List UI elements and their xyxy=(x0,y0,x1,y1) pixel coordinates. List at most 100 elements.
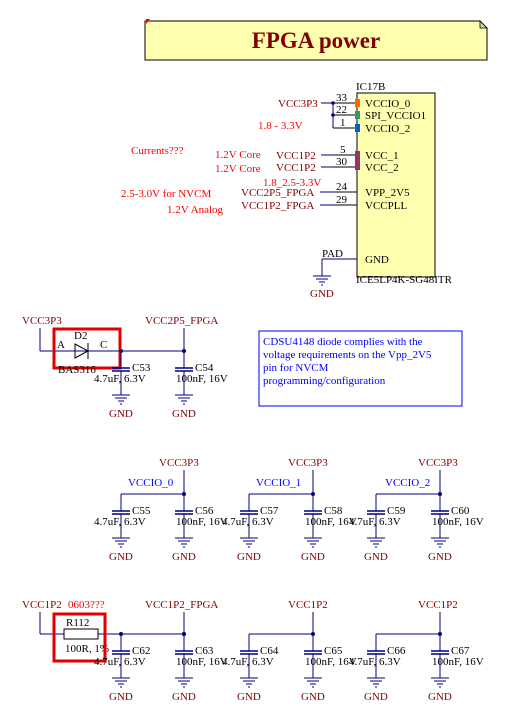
cap-value: 100nF, 16V xyxy=(432,656,484,668)
textbox-line: voltage requirements on the Vpp_2V5 xyxy=(263,349,432,361)
net-label: VCC1P2 xyxy=(418,599,458,611)
net-label: GND xyxy=(301,551,325,563)
net-label: VCC2P5_FPGA xyxy=(145,315,218,327)
note-range: 1.8 - 3.3V xyxy=(258,120,303,132)
pin-num: 22 xyxy=(336,104,347,116)
cap-value: 100nF, 16V xyxy=(432,516,484,528)
diode-part: BAS316 xyxy=(58,364,96,376)
cap-refdes: C62 xyxy=(132,645,150,657)
textbox-line: pin for NVCM xyxy=(263,362,329,374)
net-label: GND xyxy=(109,691,133,703)
cap-refdes: C56 xyxy=(195,505,214,517)
cap-value: 4.7uF, 6.3V xyxy=(222,656,274,668)
net-label: VCC1P2 xyxy=(276,162,316,174)
ground-symbol xyxy=(239,669,259,688)
cap-refdes: C66 xyxy=(387,645,406,657)
ground-symbol xyxy=(111,529,131,548)
ground-symbol xyxy=(174,386,194,405)
pin-num: 30 xyxy=(336,156,348,168)
cap-refdes: C60 xyxy=(451,505,470,517)
cap-value: 4.7uF, 6.3V xyxy=(349,516,401,528)
pin-name: SPI_VCCIO1 xyxy=(365,110,426,122)
cap-refdes: C55 xyxy=(132,505,151,517)
pin-name: GND xyxy=(365,254,389,266)
ground-symbol xyxy=(366,669,386,688)
note-question: 0603??? xyxy=(68,599,105,611)
cap-value: 4.7uF, 6.3V xyxy=(349,656,401,668)
pin-num: 29 xyxy=(336,194,348,206)
net-label: VCC3P3 xyxy=(22,315,62,327)
title-banner: FPGA power xyxy=(144,19,488,61)
pin-name: VCCPLL xyxy=(365,200,407,212)
cap-refdes: C58 xyxy=(324,505,343,517)
net-label: VCC1P2 xyxy=(22,599,62,611)
highlight-box xyxy=(52,612,107,663)
note-nvcm: 2.5-3.0V for NVCM xyxy=(121,188,211,200)
net-label: VCC1P2_FPGA xyxy=(145,599,218,611)
ground-symbol xyxy=(430,529,450,548)
net-label: GND xyxy=(310,288,334,300)
net-label: GND xyxy=(172,408,196,420)
cap-value: 100nF, 16V xyxy=(176,373,228,385)
note-range: 1.8_2.5-3.3V xyxy=(263,177,321,189)
resistor-value: 100R, 1% xyxy=(65,643,109,655)
net-label: VCCIO_2 xyxy=(385,477,430,489)
ground-symbol xyxy=(174,669,194,688)
net-label: VCC3P3 xyxy=(418,457,458,469)
ground-symbol xyxy=(430,669,450,688)
ground-symbol xyxy=(174,529,194,548)
pin-num: PAD xyxy=(322,248,343,260)
net-label: GND xyxy=(237,551,261,563)
net-label: GND xyxy=(428,691,452,703)
cap-refdes: C67 xyxy=(451,645,470,657)
ground-symbol xyxy=(366,529,386,548)
net-label: VCCIO_0 xyxy=(128,477,174,489)
note-textbox: CDSU4148 diode complies with the voltage… xyxy=(258,330,463,407)
pin-name: VCCIO_2 xyxy=(365,123,410,135)
textbox-line: CDSU4148 diode complies with the xyxy=(263,336,423,348)
cap-refdes: C53 xyxy=(132,362,151,374)
net-label: VCC1P2 xyxy=(276,150,316,162)
note-core: 1.2V Core xyxy=(215,149,261,161)
ground-symbol xyxy=(239,529,259,548)
cap-value: 4.7uF, 6.3V xyxy=(222,516,274,528)
note-currents: Currents??? xyxy=(131,145,184,157)
cap-value: 4.7uF, 6.3V xyxy=(94,516,146,528)
net-label: VCC3P3 xyxy=(288,457,328,469)
cap-refdes: C64 xyxy=(260,645,279,657)
net-label: VCC1P2 xyxy=(288,599,328,611)
highlight-box xyxy=(52,327,122,370)
ground-symbol xyxy=(303,529,323,548)
net-label: GND xyxy=(364,691,388,703)
cap-refdes: C57 xyxy=(260,505,279,517)
ic-refdes: IC17B xyxy=(356,81,385,93)
ground-symbol xyxy=(303,669,323,688)
diode-pin-c: C xyxy=(100,339,107,351)
cap-value: 100nF, 16V xyxy=(176,656,228,668)
net-label: VCCIO_1 xyxy=(256,477,301,489)
cap-value: 4.7uF, 6.3V xyxy=(94,656,146,668)
net-label: GND xyxy=(364,551,388,563)
cap-value: 100nF, 16V xyxy=(305,516,357,528)
net-label: GND xyxy=(301,691,325,703)
net-label: VCC2P5_FPGA xyxy=(241,187,314,199)
net-label: GND xyxy=(428,551,452,563)
cap-value: 100nF, 16V xyxy=(176,516,228,528)
net-label: VCC3P3 xyxy=(159,457,199,469)
ground-symbol xyxy=(111,669,131,688)
pin-name: VCC_2 xyxy=(365,162,399,174)
diode-refdes: D2 xyxy=(74,330,87,342)
page-title: FPGA power xyxy=(252,28,380,53)
textbox-line: programming/configuration xyxy=(263,375,386,387)
ground-symbol xyxy=(111,386,131,405)
net-label: VCC3P3 xyxy=(278,98,318,110)
pin-num: 33 xyxy=(336,92,348,104)
pin-num: 24 xyxy=(336,181,348,193)
diode-pin-a: A xyxy=(57,339,65,351)
net-label: GND xyxy=(109,408,133,420)
ic-part: ICE5LP4K-SG48ITR xyxy=(356,274,453,286)
pin-num: 5 xyxy=(340,144,346,156)
net-label: GND xyxy=(172,551,196,563)
